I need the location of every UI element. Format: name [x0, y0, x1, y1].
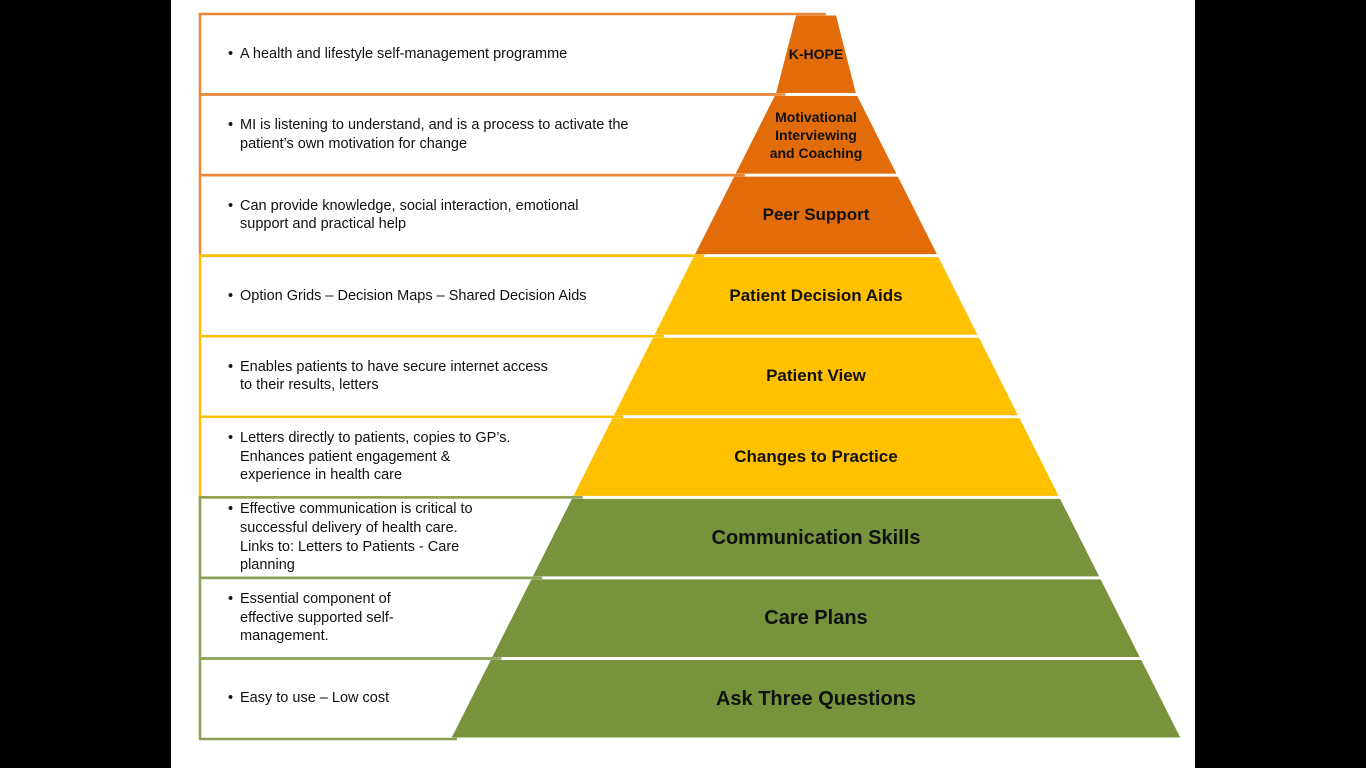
pyramid-diagram [198, 12, 1181, 741]
pyramid-tier-6 [573, 418, 1059, 496]
tier-description: Option Grids – Decision Maps – Shared De… [200, 256, 660, 337]
pyramid-tier-8 [492, 579, 1140, 657]
tier-label: K-HOPE [788, 46, 844, 63]
tier-label: Motivational Interviewing and Coaching [769, 108, 863, 161]
pyramid-tier-3 [695, 176, 937, 255]
tier-description-text: A health and lifestyle self-management p… [228, 45, 567, 64]
tier-description-text: Essential component of effective support… [228, 590, 394, 646]
tier-description-text: MI is listening to understand, and is a … [228, 116, 628, 153]
tier-description: Letters directly to patients, copies to … [200, 417, 579, 498]
tier-description-text: Easy to use – Low cost [228, 689, 389, 708]
tier-description: A health and lifestyle self-management p… [200, 14, 781, 95]
tier-description-text: Option Grids – Decision Maps – Shared De… [228, 287, 587, 306]
pyramid-tier-2 [735, 96, 897, 174]
pyramid-tier-7 [532, 498, 1100, 577]
tier-description: Essential component of effective support… [200, 578, 498, 659]
pyramid-tier-5 [613, 337, 1019, 416]
tier-label: Changes to Practice [734, 447, 898, 467]
tier-description-text: Effective communication is critical to s… [228, 500, 473, 574]
tier-label: Peer Support [762, 205, 870, 225]
pyramid-tier-9 [451, 659, 1181, 738]
pyramid-tier-1 [776, 15, 856, 94]
tier-label: Patient View [766, 366, 866, 386]
tier-label: Communication Skills [711, 526, 921, 549]
tier-description: MI is listening to understand, and is a … [200, 95, 741, 176]
tier-label: Patient Decision Aids [729, 285, 903, 305]
tier-label: Ask Three Questions [715, 687, 917, 710]
tier-description: Can provide knowledge, social interactio… [200, 175, 700, 256]
tier-label: Care Plans [764, 607, 868, 630]
tier-description: Enables patients to have secure internet… [200, 336, 619, 417]
tier-description: Easy to use – Low cost [200, 658, 457, 739]
tier-description-text: Letters directly to patients, copies to … [228, 429, 511, 485]
slide: K-HOPE A health and lifestyle self-manage… [171, 0, 1195, 768]
tier-description-text: Enables patients to have secure internet… [228, 358, 548, 395]
pyramid-tier-4 [654, 257, 978, 335]
tier-description: Effective communication is critical to s… [200, 497, 538, 578]
tier-description-text: Can provide knowledge, social interactio… [228, 197, 579, 234]
description-box-outline [198, 657, 502, 741]
